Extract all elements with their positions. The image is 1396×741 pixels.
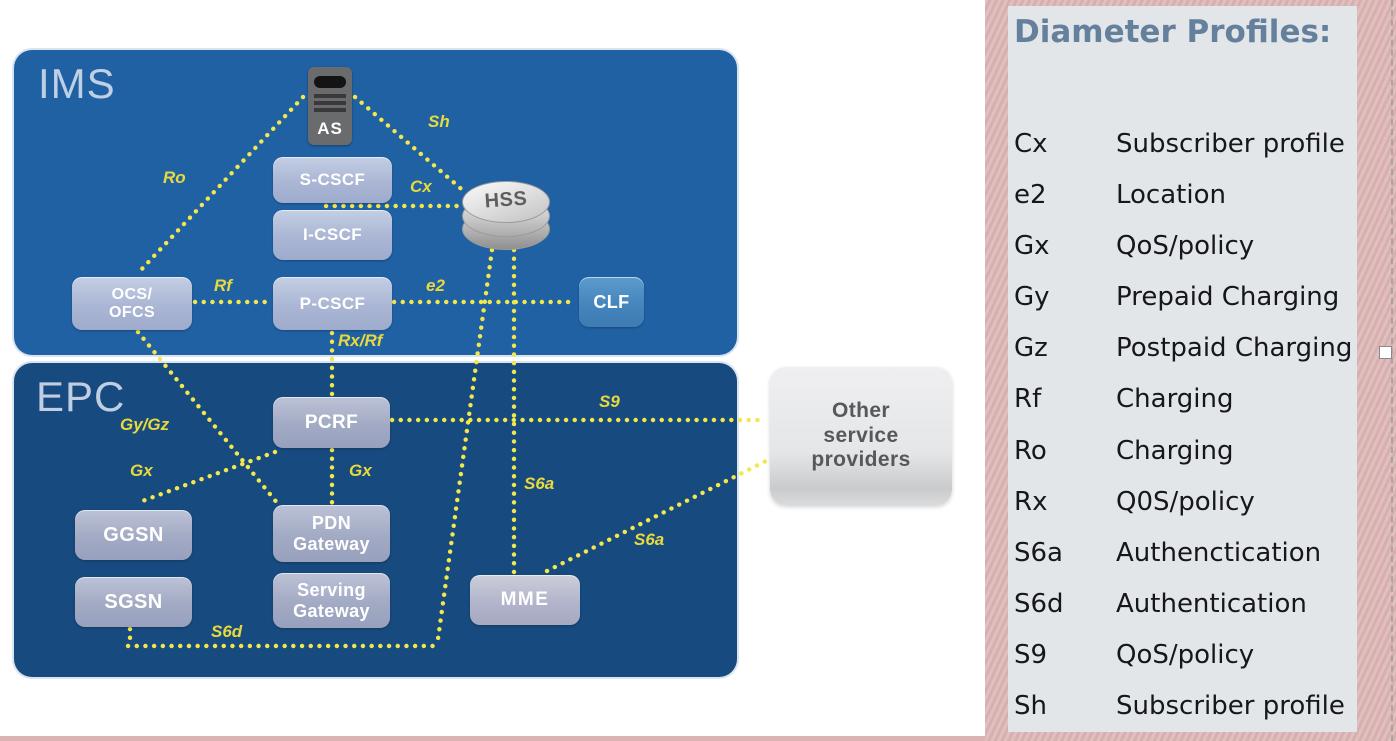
legend-code: Gx [1014,230,1050,261]
legend-code: Sh [1014,691,1047,722]
legend-meaning: Subscriber profile [1116,691,1345,722]
node-pdn-gateway-line1: PDN [311,513,352,534]
legend-meaning: Charging [1116,384,1234,415]
edge-label-sh: Sh [428,112,450,131]
legend-code: S6a [1014,537,1063,568]
legend-meaning: Q0S/policy [1116,486,1255,517]
legend-code: Gz [1014,333,1048,364]
legend-meaning: Postpaid Charging [1116,333,1353,364]
edge-label-e2: e2 [426,276,445,295]
node-as: AS [317,119,343,138]
legend-code: Rf [1014,384,1042,415]
legend-row: Sh Subscriber profile [1014,681,1349,732]
node-osp-line3: providers [811,448,911,472]
legend-meaning: QoS/policy [1116,230,1255,261]
node-serving-gateway-line1: Serving [297,580,366,601]
node-clf: CLF [579,277,644,327]
edge-label-s9: S9 [599,392,620,411]
edge-label-gx-right: Gx [349,461,372,480]
legend-panel-border: Diameter Profiles: Cx Subscriber profile… [985,0,1396,741]
legend-meaning: Charging [1116,435,1234,466]
page-bottom-border [0,736,985,741]
node-ocs-ofcs-line1: OCS/ [111,285,153,303]
node-p-cscf: P-CSCF [273,277,392,330]
node-pcrf: PCRF [273,397,390,448]
as-server-icon: AS [308,67,352,145]
node-mme: MME [470,575,580,625]
legend-row: Gx QoS/policy [1014,220,1349,271]
edge-label-rx-rf: Rx/Rf [338,331,383,350]
node-sgsn: SGSN [75,577,192,627]
node-ocs-ofcs-line2: OFCS [108,303,156,321]
legend-meaning: Subscriber profile [1116,128,1345,159]
node-other-service-providers: Other service providers [770,367,952,505]
legend-meaning: QoS/policy [1116,640,1255,671]
node-pdn-gateway: PDN Gateway [273,505,390,562]
node-i-cscf: I-CSCF [273,210,392,260]
as-server-slot [314,76,346,88]
ims-group-title: IMS [38,60,116,107]
legend-row: Gy Prepaid Charging [1014,272,1349,323]
node-serving-gateway-line2: Gateway [293,600,370,621]
legend-code: S9 [1014,640,1048,671]
legend-code: Gy [1014,282,1050,313]
legend-code: Cx [1014,128,1048,159]
edge-label-ro: Ro [163,168,186,187]
legend-row: Rx Q0S/policy [1014,476,1349,527]
node-s-cscf: S-CSCF [273,157,392,203]
legend-row: S6a Authenctication [1014,527,1349,578]
legend-row: e2 Location [1014,169,1349,220]
selection-handle[interactable] [1379,346,1392,359]
epc-group-title: EPC [36,373,126,420]
legend-row: Ro Charging [1014,425,1349,476]
legend-code: Rx [1014,486,1048,517]
legend-meaning: Authentication [1116,589,1307,620]
node-serving-gateway: Serving Gateway [273,573,390,628]
hss-disk [462,181,550,223]
legend-row: S6d Authentication [1014,579,1349,630]
edge-label-rf: Rf [214,276,232,295]
legend-meaning: Authenctication [1116,537,1322,568]
edge-label-s6a-vertical: S6a [524,474,555,493]
edge-label-gy-gz: Gy/Gz [120,415,170,434]
legend-code: Ro [1014,435,1047,466]
as-server-stripe [314,101,346,105]
as-server-stripe [314,108,346,112]
node-ocs-ofcs: OCS/ OFCS [72,277,192,330]
legend-row: S9 QoS/policy [1014,630,1349,681]
legend-meaning: Prepaid Charging [1116,282,1340,313]
legend-meaning: Location [1116,179,1226,210]
node-osp-line2: service [823,423,899,447]
hss-database-icon: HSS [462,181,550,251]
edge-label-s6d: S6d [211,622,243,641]
legend-row: Cx Subscriber profile [1014,118,1349,169]
node-pdn-gateway-line2: Gateway [293,533,370,554]
legend-title: Diameter Profiles: [1014,14,1332,50]
node-ggsn: GGSN [75,510,192,560]
selection-dashed-border [1391,0,1393,741]
edge-label-gx-left: Gx [130,461,153,480]
edge-label-cx: Cx [410,177,432,196]
legend-rows: Cx Subscriber profile e2 Location Gx QoS… [1014,118,1353,732]
legend-code: e2 [1014,179,1047,210]
node-osp-line1: Other [831,399,890,423]
legend-row: Gz Postpaid Charging [1014,323,1353,374]
legend-row: Rf Charging [1014,374,1349,425]
as-server-stripe [314,94,346,98]
legend-panel: Diameter Profiles: Cx Subscriber profile… [1008,6,1357,732]
edge-label-s6a-diagonal: S6a [634,530,665,549]
legend-code: S6d [1014,589,1064,620]
